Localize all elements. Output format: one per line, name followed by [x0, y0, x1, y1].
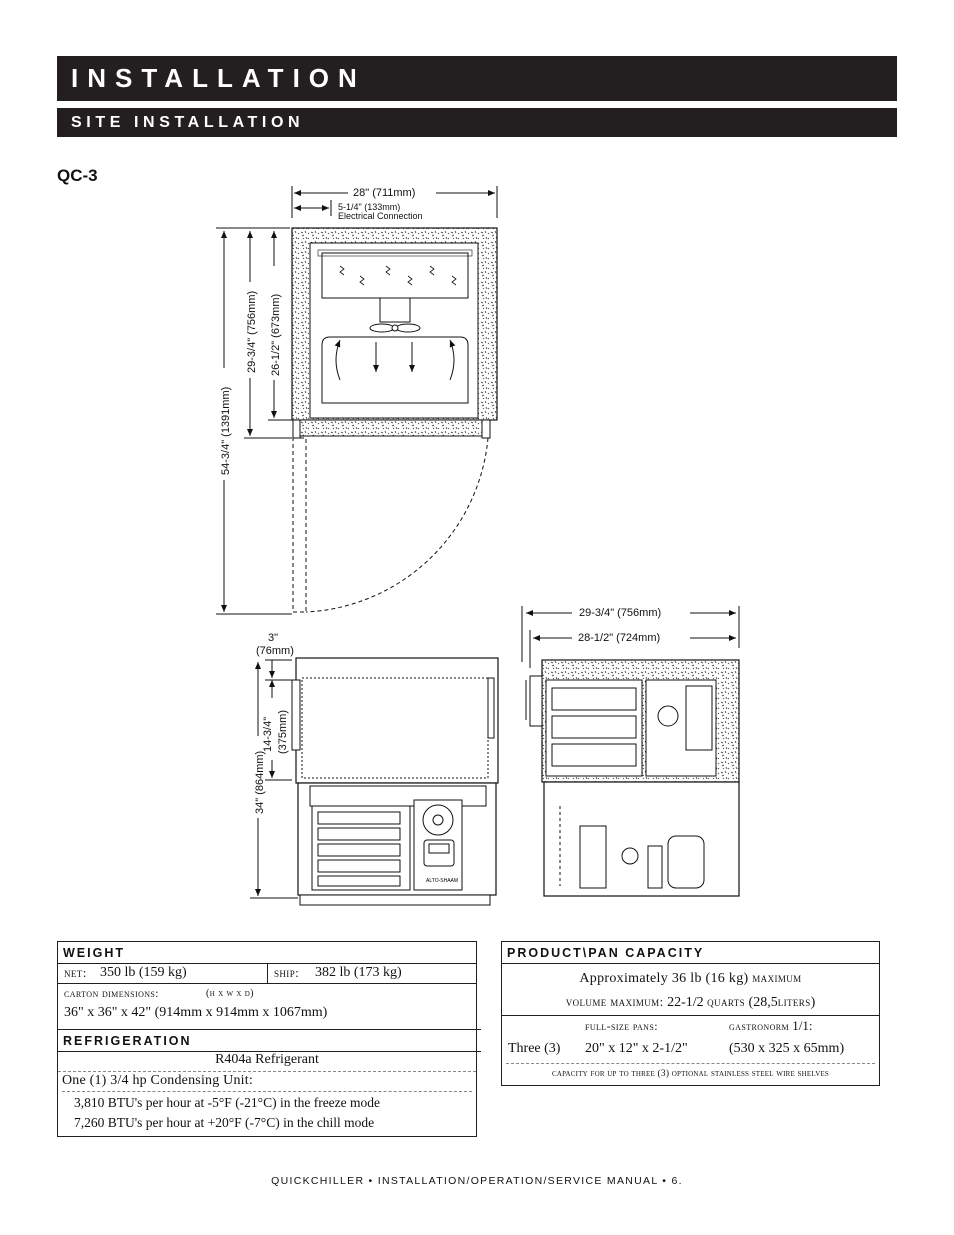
installation-drawings: 28" (711mm) 5-1/4" (133mm) Electrical Co… — [216, 186, 740, 906]
liters-close: ) — [810, 995, 816, 1010]
width-dimension: 28" (711mm) — [353, 187, 415, 199]
side-depth-inner-dimension: 28-1/2" (724mm) — [578, 632, 660, 644]
top-gap-dimension: 3" — [268, 632, 278, 644]
weight-refrigeration-box: WEIGHT net: 350 lb (159 kg) ship: 382 lb… — [57, 941, 481, 1137]
net-value: 350 lb (159 kg) — [100, 965, 187, 980]
capacity-volume-line: volume maximum: 22-1/2 quarts (28,5liter… — [502, 994, 879, 1011]
condensing-unit: One (1) 3/4 hp Condensing Unit: — [62, 1073, 253, 1088]
gastronorm-label: gastronorm — [729, 1019, 790, 1033]
section-title-bar: SITE INSTALLATION — [57, 108, 897, 137]
electrical-offset-dimension: 5-1/4" (133mm) — [338, 202, 400, 212]
page-title-bar: INSTALLATION — [57, 56, 897, 101]
gastronorm-label-line: gastronorm 1/1: — [729, 1018, 813, 1034]
gastronorm-ratio: 1/1: — [792, 1018, 813, 1033]
capacity-approx-line: Approximately 36 lb (16 kg) maximum — [502, 970, 879, 987]
ship-value: 382 lb (173 kg) — [315, 965, 402, 980]
model-label: QC-3 — [57, 166, 98, 185]
ship-label: ship: — [274, 965, 300, 980]
net-label: net: — [64, 965, 87, 980]
front-view-drawing: 3" (76mm) ALTO-SHAAM 14-3/4" (375mm) 3 — [250, 632, 499, 906]
fullsize-label: full-size pans: — [585, 1019, 658, 1033]
side-view-drawing: 29-3/4" (756mm) 28-1/2" (724mm) — [521, 606, 740, 897]
capacity-heading: PRODUCT\PAN CAPACITY — [502, 942, 879, 964]
refrigeration-heading: REFRIGERATION — [58, 1029, 481, 1052]
top-gap-mm: (76mm) — [256, 645, 294, 657]
depth-inner-dimension: 26-1/2" (673mm) — [270, 294, 282, 376]
electrical-connection-label: Electrical Connection — [338, 211, 423, 221]
capacity-note: capacity for up to three (3) optional st… — [551, 1069, 830, 1079]
side-depth-outer-dimension: 29-3/4" (756mm) — [579, 607, 661, 619]
overall-height-dimension: 34" (864mm) — [254, 751, 266, 814]
top-view-drawing: 28" (711mm) 5-1/4" (133mm) Electrical Co… — [216, 186, 498, 615]
chill-mode: 7,260 BTU's per hour at +20°F (-7°C) in … — [74, 1115, 375, 1130]
cabinet-height-mm: (375mm) — [277, 710, 289, 754]
weight-row: net: 350 lb (159 kg) ship: 382 lb (173 k… — [58, 964, 476, 984]
capacity-box: PRODUCT\PAN CAPACITY Approximately 36 lb… — [501, 941, 880, 1086]
carton-value: 36" x 36" x 42" (914mm x 914mm x 1067mm) — [64, 1005, 328, 1020]
quarts-label: quarts — [707, 994, 746, 1009]
depth-outer-dimension: 29-3/4" (756mm) — [246, 291, 258, 373]
cabinet-height-dimension: 14-3/4" — [262, 717, 274, 752]
freeze-mode: 3,810 BTU's per hour at -5°F (-21°C) in … — [74, 1095, 381, 1110]
page-title: INSTALLATION — [71, 63, 366, 93]
volume-value: 22-1/2 — [667, 995, 704, 1010]
volume-label: volume maximum: — [565, 994, 664, 1009]
brand-logo-text: ALTO-SHAAM — [426, 878, 458, 884]
gastronorm-value: (530 x 325 x 65mm) — [729, 1041, 845, 1056]
fullsize-value: 20" x 12" x 2-1/2" — [585, 1041, 688, 1056]
page-footer: QUICKCHILLER • INSTALLATION/OPERATION/SE… — [271, 1175, 683, 1187]
capacity-approx-max: maximum — [752, 970, 802, 985]
liters-label: liters — [777, 994, 811, 1009]
door-swing-dimension: 54-3/4" (1391mm) — [220, 387, 232, 475]
refrigerant: R404a Refrigerant — [58, 1052, 476, 1072]
section-title: SITE INSTALLATION — [71, 114, 305, 131]
capacity-approx: Approximately 36 lb (16 kg) — [579, 971, 749, 986]
carton-row: carton dimensions: (h x w x d) 36" x 36"… — [58, 985, 476, 1028]
pan-quantity: Three (3) — [508, 1041, 561, 1056]
liters-open: (28,5 — [748, 995, 778, 1010]
carton-label: carton dimensions: — [64, 988, 159, 1000]
carton-hwd: (h x w x d) — [206, 988, 254, 999]
weight-heading: WEIGHT — [58, 942, 476, 964]
